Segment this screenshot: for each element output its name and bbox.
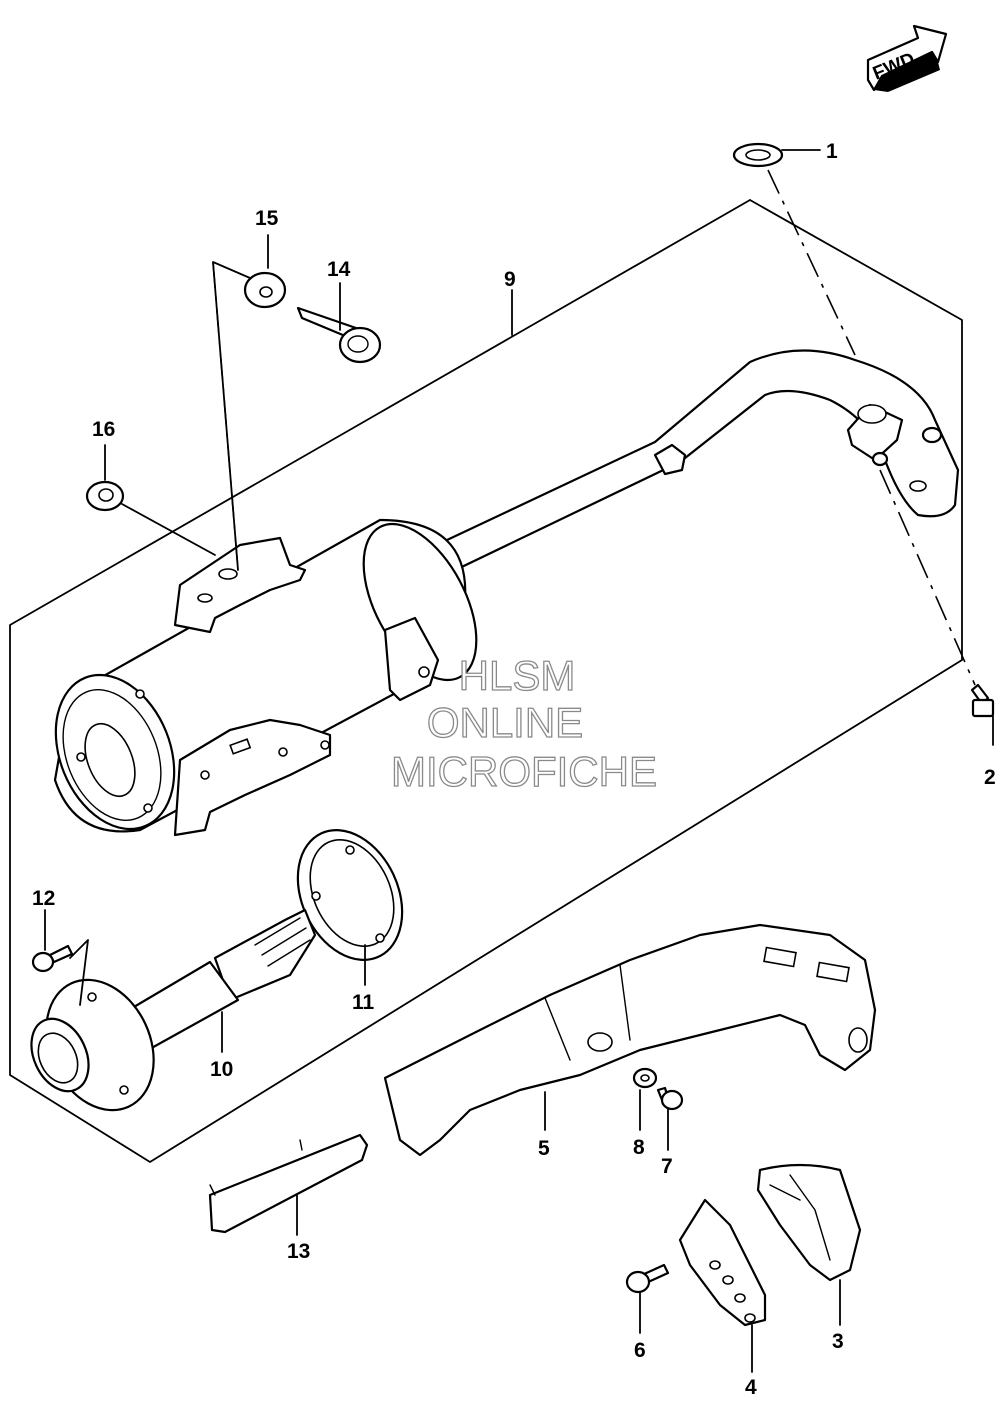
watermark-line-2: ONLINE bbox=[427, 699, 583, 746]
callout-11: 11 bbox=[352, 991, 375, 1014]
watermark-line-1: HLSM bbox=[459, 652, 576, 699]
callout-2: 2 bbox=[984, 766, 996, 789]
screw-part bbox=[31, 944, 74, 973]
watermark-line-3: MICROFICHE bbox=[391, 748, 657, 795]
watermark: HLSM ONLINE MICROFICHE bbox=[390, 651, 657, 795]
callout-14: 14 bbox=[327, 258, 351, 281]
guard-screw-part bbox=[625, 1263, 670, 1294]
muffler-assembly-part bbox=[53, 349, 960, 837]
callout-12: 12 bbox=[32, 887, 55, 910]
callout-5: 5 bbox=[538, 1137, 550, 1160]
callout-1: 1 bbox=[826, 140, 838, 163]
callout-6: 6 bbox=[634, 1339, 646, 1362]
pipe-protector-part bbox=[756, 1163, 862, 1282]
pipe-guard-part bbox=[678, 1198, 767, 1327]
flange-nut-part bbox=[85, 480, 125, 512]
cover-plate-part bbox=[208, 1133, 369, 1234]
callout-13: 13 bbox=[287, 1240, 310, 1263]
callout-4: 4 bbox=[745, 1376, 757, 1399]
leader-lines bbox=[44, 149, 994, 1373]
callout-labels: 1 2 3 4 5 6 7 8 9 10 11 12 13 14 15 16 bbox=[32, 140, 996, 1399]
assembly-outline bbox=[9, 199, 963, 1163]
spark-arrester-part bbox=[30, 908, 317, 1112]
callout-16: 16 bbox=[92, 418, 115, 441]
fwd-arrow-icon: FWD bbox=[866, 24, 948, 92]
washer-part bbox=[243, 271, 287, 309]
flange-bolt-part bbox=[970, 683, 995, 718]
shield-screw-part bbox=[656, 1086, 684, 1111]
muffler-gasket-part bbox=[296, 829, 404, 961]
callout-9: 9 bbox=[504, 268, 516, 291]
heat-shield-part bbox=[383, 923, 877, 1157]
callout-3: 3 bbox=[832, 1330, 844, 1353]
small-washer-part bbox=[632, 1067, 658, 1089]
long-bolt-part bbox=[296, 306, 382, 364]
callout-7: 7 bbox=[661, 1155, 673, 1178]
callout-10: 10 bbox=[210, 1058, 233, 1081]
callout-15: 15 bbox=[255, 207, 279, 230]
gasket-ring-part bbox=[732, 142, 784, 168]
callout-8: 8 bbox=[633, 1136, 645, 1159]
